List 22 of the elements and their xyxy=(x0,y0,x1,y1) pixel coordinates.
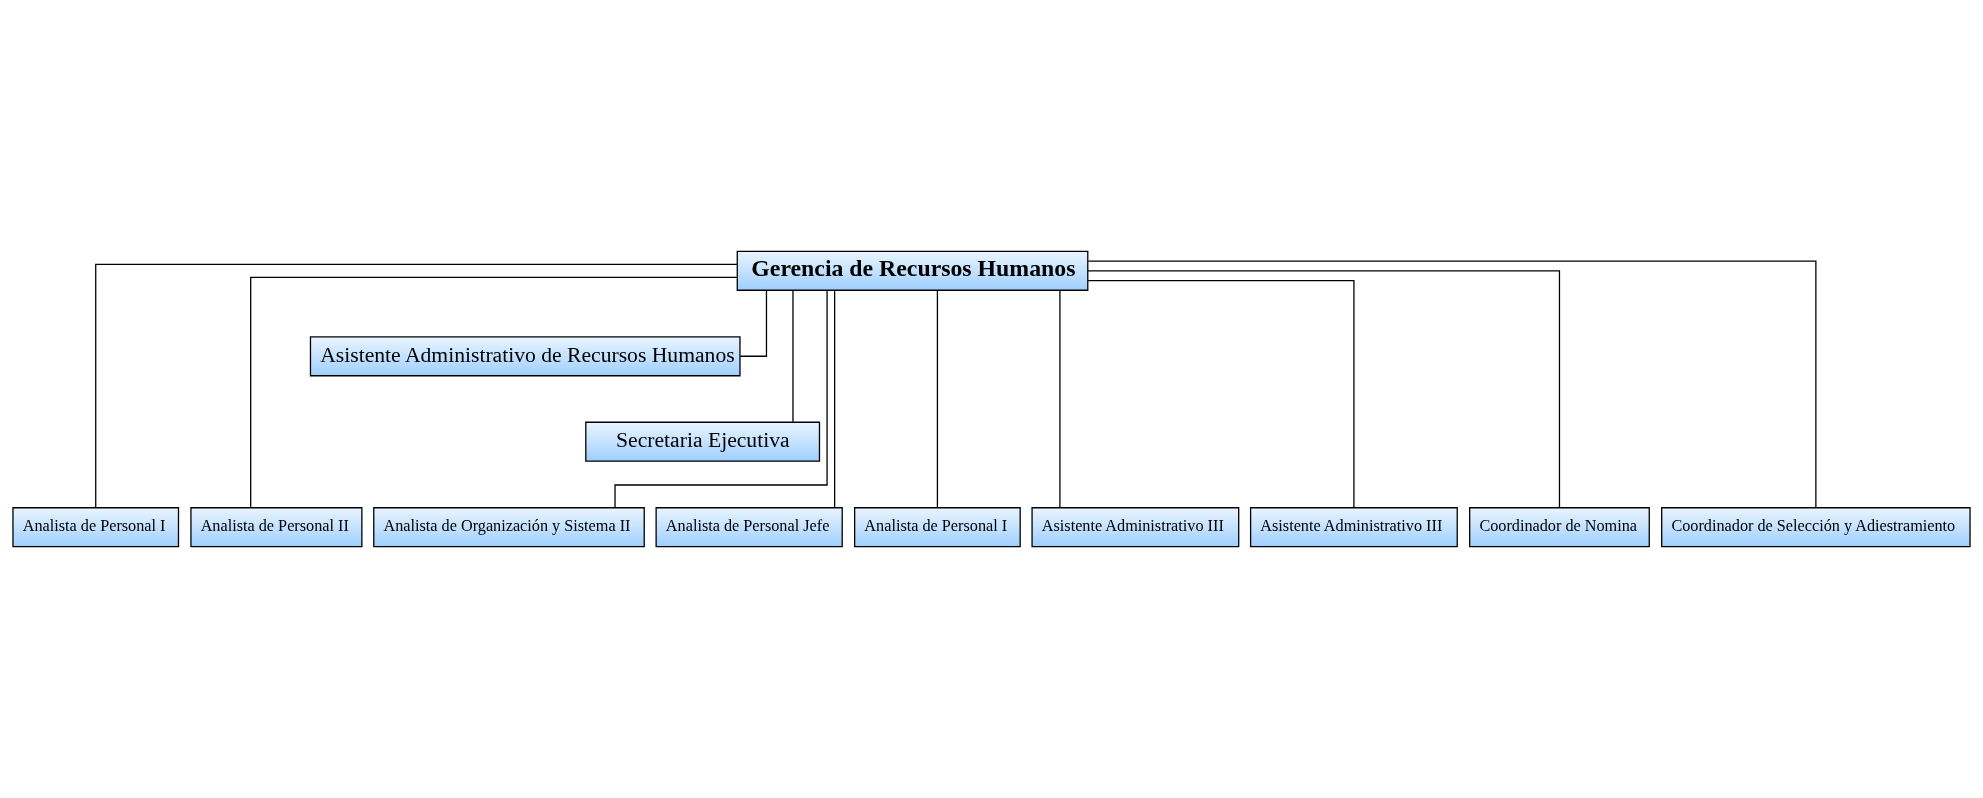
connector xyxy=(1087,279,1355,509)
node-box: Coordinador de Selección y Adiestramiento xyxy=(1661,507,1971,548)
connector xyxy=(1087,260,1817,509)
connector xyxy=(792,289,794,423)
node-box: Analista de Organización y Sistema II xyxy=(373,507,645,548)
connector xyxy=(1059,289,1061,509)
node-box: Analista de Personal Jefe xyxy=(655,507,843,548)
connector xyxy=(936,289,939,509)
connector xyxy=(834,289,836,509)
node-box: Analista de Personal I xyxy=(854,507,1021,548)
node-box: Secretaria Ejecutiva xyxy=(585,421,821,462)
connector xyxy=(250,276,738,509)
connector xyxy=(1087,270,1561,509)
node-box: Analista de Personal I xyxy=(12,507,180,548)
node-box: Asistente Administrativo III xyxy=(1031,507,1240,548)
connector xyxy=(739,289,768,357)
node-box: Asistente Administrativo de Recursos Humanos xyxy=(309,336,741,377)
connector xyxy=(95,263,738,509)
node-box: Asistente Administrativo III xyxy=(1249,507,1458,548)
node-box: Coordinador de Nomina xyxy=(1469,507,1650,548)
node-box: Analista de Personal II xyxy=(190,507,363,548)
node-box: Gerencia de Recursos Humanos xyxy=(736,250,1089,291)
